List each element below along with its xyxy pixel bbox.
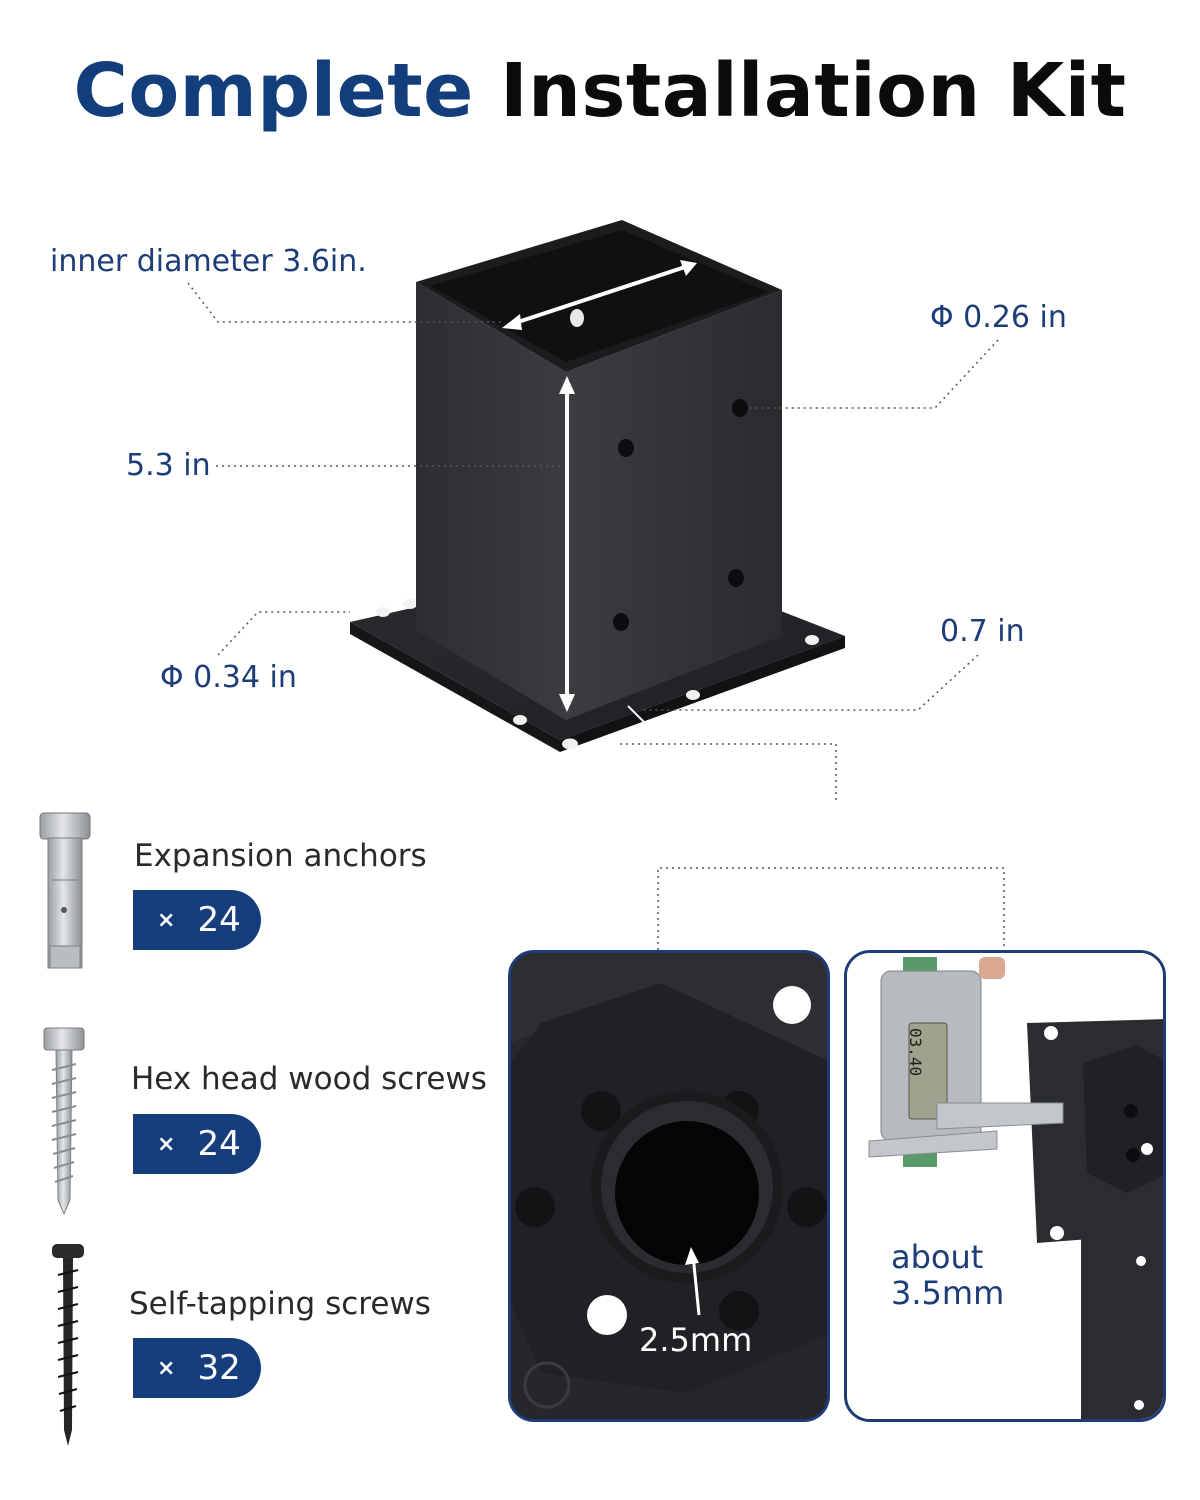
- callout-base-hole: Φ 0.34 in: [160, 660, 297, 695]
- qty-badge-hex-wood-screws: × 24: [133, 1114, 261, 1174]
- item-label-expansion-anchors: Expansion anchors: [134, 838, 427, 874]
- self-tapping-screw-icon: [52, 1244, 84, 1446]
- title-rest: Installation Kit: [500, 48, 1127, 134]
- callout-side-hole: Φ 0.26 in: [930, 300, 1067, 335]
- multiply-icon: ×: [157, 907, 176, 933]
- qty-badge-expansion-anchors: × 24: [133, 890, 261, 950]
- qty-value: 24: [197, 900, 241, 940]
- page-title: Complete Installation Kit: [0, 48, 1200, 134]
- qty-badge-self-tapping-screws: × 32: [133, 1338, 261, 1398]
- thickness-label-2-5mm: 2.5mm: [639, 1321, 753, 1359]
- caliper-icon: [868, 957, 1064, 1167]
- callout-height: 5.3 in: [126, 448, 211, 483]
- thickness-label-line1: about: [891, 1238, 984, 1276]
- post-anchor-illustration: [187, 220, 999, 800]
- caliper-reading: 03.40: [906, 1028, 925, 1077]
- title-accent: Complete: [73, 48, 474, 134]
- multiply-icon: ×: [157, 1131, 176, 1157]
- qty-value: 32: [197, 1348, 241, 1388]
- item-label-hex-wood-screws: Hex head wood screws: [131, 1061, 487, 1097]
- hex-wood-screw-icon: [43, 1027, 85, 1216]
- thickness-label-line2: 3.5mm: [891, 1274, 1005, 1312]
- thickness-label-3-5mm: about 3.5mm: [891, 1239, 1004, 1311]
- detail-panel-plate-closeup: 2.5mm: [508, 950, 830, 1422]
- detail-panel-caliper: 03.40 about 3.5mm: [844, 950, 1166, 1422]
- callout-inner-diameter: inner diameter 3.6in.: [50, 244, 367, 279]
- expansion-anchor-icon: [39, 812, 91, 969]
- multiply-icon: ×: [157, 1355, 176, 1381]
- callout-base-edge: 0.7 in: [940, 614, 1025, 649]
- item-label-self-tapping-screws: Self-tapping screws: [129, 1286, 431, 1322]
- qty-value: 24: [197, 1124, 241, 1164]
